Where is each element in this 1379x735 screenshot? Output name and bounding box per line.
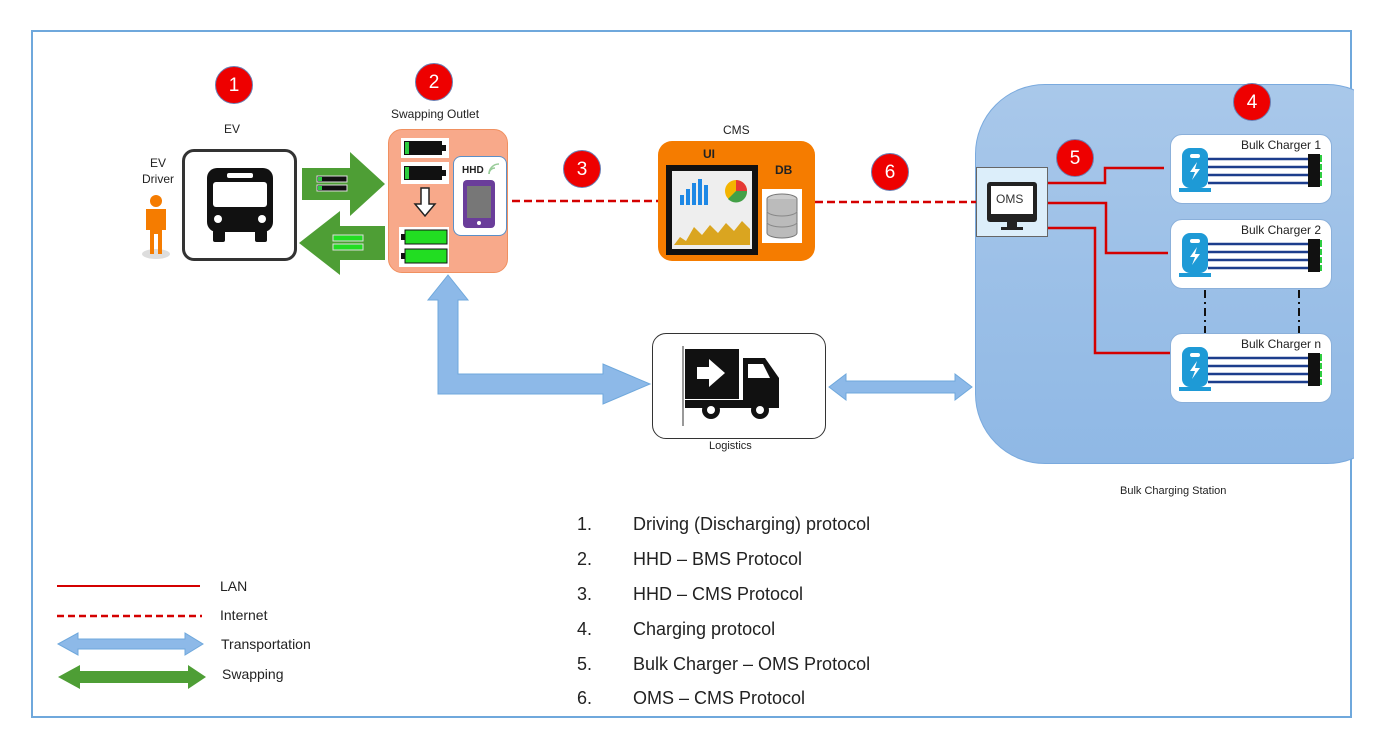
protocol-number: 2. bbox=[577, 549, 593, 569]
bulk-charger-1-label: Bulk Charger 1 bbox=[1240, 138, 1321, 152]
protocol-number: 3. bbox=[577, 584, 593, 604]
charger-station-icon bbox=[1177, 231, 1324, 279]
badge-6: 6 bbox=[871, 153, 909, 191]
protocol-item-2: 2. HHD – BMS Protocol bbox=[577, 549, 802, 570]
protocol-number: 6. bbox=[577, 688, 593, 708]
handheld-device-icon bbox=[463, 180, 495, 228]
lan-link-charger-2 bbox=[1046, 201, 1168, 255]
lan-link-charger-1 bbox=[1046, 166, 1164, 185]
protocol-item-4: 4. Charging protocol bbox=[577, 619, 775, 640]
protocol-text: Driving (Discharging) protocol bbox=[633, 514, 871, 534]
charger-icons-layer bbox=[1177, 148, 1324, 393]
legend-transportation-label: Transportation bbox=[221, 636, 311, 652]
hhd-label: HHD bbox=[462, 165, 484, 176]
monitor-icon bbox=[987, 182, 1037, 230]
protocol-number: 5. bbox=[577, 654, 593, 674]
oms-box[interactable]: OMS bbox=[976, 167, 1048, 237]
protocol-text: Bulk Charger – OMS Protocol bbox=[633, 654, 871, 674]
legend-swapping-label: Swapping bbox=[222, 666, 284, 682]
swap-arrow-to-outlet bbox=[302, 152, 385, 216]
protocol-text: HHD – CMS Protocol bbox=[633, 584, 804, 604]
protocol-number: 1. bbox=[577, 514, 593, 534]
swap-arrow-to-ev bbox=[299, 211, 385, 275]
logistics-box[interactable] bbox=[652, 333, 826, 439]
bulk-charging-station-label: Bulk Charging Station bbox=[1120, 485, 1227, 497]
db-label: DB bbox=[775, 163, 793, 177]
protocol-text: HHD – BMS Protocol bbox=[633, 549, 803, 569]
legend-transportation-arrow bbox=[56, 632, 204, 656]
battery-swap-graphic bbox=[399, 138, 449, 267]
charger-station-icon bbox=[1177, 345, 1324, 393]
transport-arrow-outlet-logistics bbox=[426, 274, 652, 405]
lan-link-charger-n bbox=[1046, 226, 1173, 355]
badge-5: 5 bbox=[1056, 139, 1094, 177]
protocol-item-5: 5. Bulk Charger – OMS Protocol bbox=[577, 654, 870, 675]
badge-4: 4 bbox=[1233, 83, 1271, 121]
bulk-charger-n-label: Bulk Charger n bbox=[1240, 337, 1321, 351]
protocol-number: 4. bbox=[577, 619, 593, 639]
swapping-outlet-box bbox=[388, 129, 508, 273]
protocol-item-1: 1. Driving (Discharging) protocol bbox=[577, 514, 870, 535]
delivery-truck-icon bbox=[682, 346, 779, 426]
oms-label: OMS bbox=[996, 192, 1024, 206]
protocol-text: Charging protocol bbox=[633, 619, 776, 639]
charger-station-icon bbox=[1179, 148, 1322, 192]
ui-label: UI bbox=[703, 147, 715, 161]
cms-label: CMS bbox=[723, 123, 750, 137]
legend-lan-label: LAN bbox=[220, 578, 248, 594]
bulk-charger-2-label: Bulk Charger 2 bbox=[1240, 223, 1321, 237]
database-icon bbox=[762, 189, 802, 243]
badge-2: 2 bbox=[415, 63, 453, 101]
protocol-item-3: 3. HHD – CMS Protocol bbox=[577, 584, 803, 605]
ev-label: EV bbox=[224, 122, 241, 136]
legend-internet-label: Internet bbox=[220, 607, 268, 623]
cms-box: UI DB bbox=[658, 141, 815, 261]
bus-icon bbox=[207, 168, 273, 242]
logistics-label: Logistics bbox=[709, 440, 752, 452]
ev-driver-label: EV Driver bbox=[142, 156, 174, 186]
legend-swapping-arrow bbox=[58, 665, 206, 689]
ev-bus-box bbox=[182, 149, 297, 261]
transport-arrow-logistics-station bbox=[828, 372, 973, 402]
dashboard-ui-icon bbox=[666, 165, 758, 255]
driver-person-icon bbox=[142, 195, 170, 259]
swapping-outlet-label: Swapping Outlet bbox=[391, 107, 480, 121]
protocol-text: OMS – CMS Protocol bbox=[633, 688, 806, 708]
hhd-device-box[interactable]: HHD bbox=[453, 156, 507, 236]
badge-3: 3 bbox=[563, 150, 601, 188]
protocol-item-6: 6. OMS – CMS Protocol bbox=[577, 688, 805, 709]
wireless-signal-icon bbox=[488, 163, 500, 175]
badge-1: 1 bbox=[215, 66, 253, 104]
